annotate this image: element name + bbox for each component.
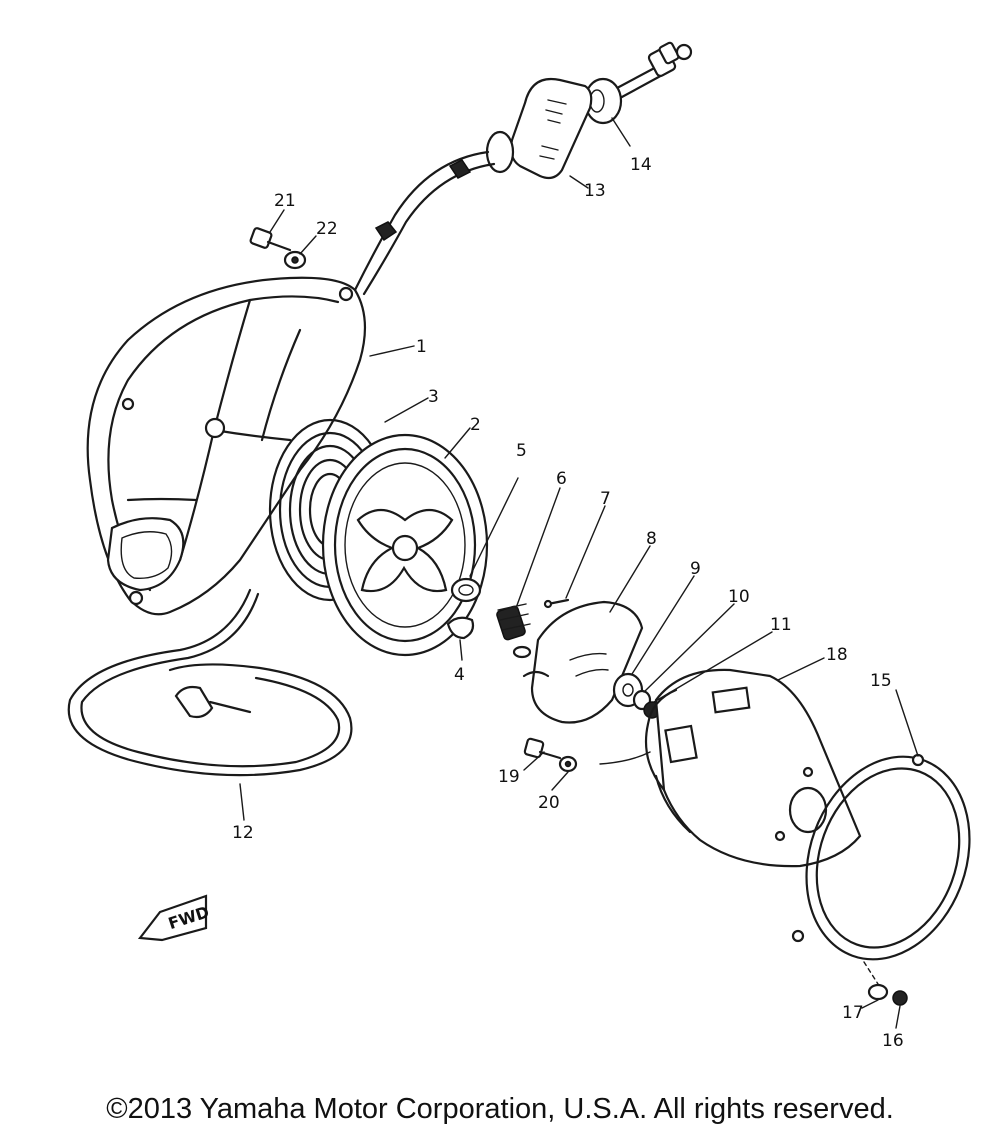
- starter-case-part-1: [86, 276, 367, 616]
- part-label-8: 8: [646, 529, 657, 549]
- reel-part-2: [321, 433, 489, 657]
- part-label-6: 6: [556, 469, 567, 489]
- washer-part-17: [867, 983, 889, 1001]
- part-label-3: 3: [428, 387, 439, 407]
- fwd-direction-arrow: FWD: [137, 894, 211, 942]
- part-label-14: 14: [630, 155, 652, 175]
- throttle-cable: [353, 150, 496, 296]
- ratchet-part-6: [496, 603, 532, 659]
- part-label-18: 18: [826, 645, 848, 665]
- part-label-1: 1: [416, 337, 427, 357]
- part-label-7: 7: [600, 489, 611, 509]
- part-label-13: 13: [584, 181, 606, 201]
- part-label-5: 5: [516, 441, 527, 461]
- exploded-parts-diagram: FWD 1 2 3 4 5 6 7 8 9 10 1: [67, 41, 971, 1051]
- part-label-12: 12: [232, 823, 254, 843]
- cover-part-18: [599, 668, 862, 868]
- collar-part-5: [450, 577, 482, 603]
- bolt-part-19: [523, 737, 562, 760]
- part-labels: 1 2 3 4 5 6 7 8 9 10 11 12 13 14 15 16 1…: [232, 155, 904, 1051]
- part-label-9: 9: [690, 559, 701, 579]
- pin-part-7: [543, 598, 570, 609]
- part-label-11: 11: [770, 615, 792, 635]
- copyright-notice: ©2013 Yamaha Motor Corporation, U.S.A. A…: [106, 1093, 894, 1125]
- starter-rope-part-12: [67, 588, 353, 777]
- part-label-2: 2: [470, 415, 481, 435]
- part-label-4: 4: [454, 665, 465, 685]
- part-label-16: 16: [882, 1031, 904, 1051]
- part-label-21: 21: [274, 191, 296, 211]
- part-label-10: 10: [728, 587, 750, 607]
- washer-part-22: [283, 250, 307, 270]
- part-label-19: 19: [498, 767, 520, 787]
- switch-housing-part-13: [485, 77, 593, 180]
- spring-part-4: [446, 616, 475, 640]
- part-label-22: 22: [316, 219, 338, 239]
- nut-part-16: [892, 990, 908, 1006]
- part-label-17: 17: [842, 1003, 864, 1023]
- leader-lines: [239, 117, 919, 1029]
- washer-part-20: [558, 755, 578, 773]
- part-label-15: 15: [870, 671, 892, 691]
- part-label-20: 20: [538, 793, 560, 813]
- bolt-part-21: [249, 227, 292, 252]
- ring-part-15: [791, 753, 971, 961]
